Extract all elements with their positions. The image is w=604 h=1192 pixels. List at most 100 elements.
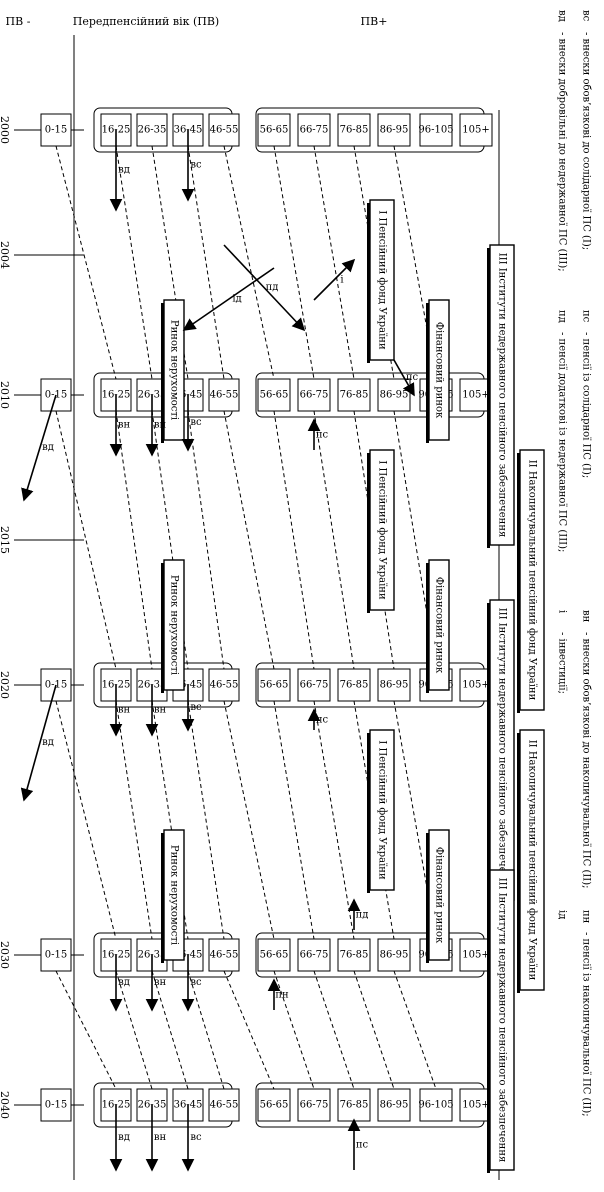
- vd-2000-arrow-code: вд: [118, 165, 130, 176]
- solidarity-fund-2025-shadow: [367, 733, 370, 893]
- ps-2004-arrow-code: пс: [406, 372, 419, 383]
- age-label-66-75: 66-75: [300, 680, 329, 691]
- cohort-diagonal: [115, 410, 153, 670]
- pd-2004-arrow-code: пд: [266, 282, 279, 293]
- ps-2004-arrow: [393, 359, 415, 397]
- vs-2020-arrow-code: вс: [190, 702, 202, 713]
- vd-2020-arrow: [20, 684, 57, 802]
- age-label-66-75: 66-75: [300, 390, 329, 401]
- nonstate-institutions-2017-label: ІІІ Інститути недержавного пенсійного за…: [497, 608, 508, 893]
- realty-market-2007-shadow: [161, 303, 164, 443]
- year-label-2015: 2015: [0, 526, 11, 554]
- solidarity-fund-2004-shadow: [367, 203, 370, 363]
- axis-label-pv-minus: ПВ -: [6, 15, 31, 28]
- vd-2010-arrow-code: вд: [42, 442, 54, 453]
- cohort-diagonal: [313, 410, 355, 670]
- cohort-diagonal: [273, 410, 315, 670]
- cohort-diagonal: [273, 700, 315, 940]
- pd-2004-arrow: [223, 244, 306, 332]
- solidarity-fund-2004-label: І Пенсійний фонд України: [377, 210, 388, 350]
- cohort-diagonal: [393, 700, 437, 940]
- cohort-diagonal: [187, 700, 225, 940]
- age-box-105+: [459, 113, 493, 147]
- axis-label-pv-plus: ПВ+: [361, 15, 388, 28]
- solidarity-fund-2015-label: І Пенсійний фонд України: [377, 460, 388, 600]
- age-label-46-55: 46-55: [210, 390, 239, 401]
- age-box-66-75: [297, 1088, 331, 1122]
- year-label-2010: 2010: [0, 381, 11, 409]
- legend-text-0: - внески обов’язкові до солідарної ПС (І…: [581, 32, 592, 250]
- pd-2030-arrow-code: пд: [356, 910, 369, 921]
- age-label-0-15: 0-15: [45, 125, 67, 136]
- age-label-105+: 105+: [462, 1100, 489, 1111]
- legend2-code-0: вд: [557, 10, 568, 22]
- vd-2010-arrow: [21, 394, 57, 502]
- cohort-diagonal: [151, 700, 189, 940]
- cohort-diagonal: [393, 970, 437, 1090]
- year-label-2004: 2004: [0, 241, 11, 269]
- cohort-diagonal: [115, 970, 153, 1090]
- nonstate-institutions-2027-shadow: [487, 873, 490, 1173]
- year-label-2030: 2030: [0, 941, 11, 969]
- legend2-text-0: - внески добровільні до недержавної ПС (…: [557, 32, 568, 272]
- legend-code-1: пс: [581, 310, 592, 323]
- cohort-diagonal: [187, 970, 225, 1090]
- age-box-96-105: [419, 113, 453, 147]
- age-label-86-95: 86-95: [380, 1100, 409, 1111]
- vs-2040-arrow-code: вс: [190, 1132, 202, 1143]
- cohort-diagonal: [223, 700, 275, 940]
- age-label-56-65: 56-65: [260, 680, 289, 691]
- finance-market-2026-shadow: [426, 833, 429, 963]
- vn-2020-arrow-code: вн: [118, 705, 131, 716]
- nonstate-institutions-2017-shadow: [487, 603, 490, 903]
- age-label-105+: 105+: [462, 390, 489, 401]
- age-label-86-95: 86-95: [380, 680, 409, 691]
- age-label-76-85: 76-85: [340, 1100, 369, 1111]
- age-label-105+: 105+: [462, 950, 489, 961]
- age-label-56-65: 56-65: [260, 950, 289, 961]
- finance-market-2016-label: Фінансовий ринок: [434, 577, 445, 674]
- vn-2010-arrow-code: вн: [118, 420, 131, 431]
- age-label-66-75: 66-75: [300, 1100, 329, 1111]
- vd-2030-arrow-code: вд: [118, 977, 130, 988]
- age-box-86-95: [377, 1088, 411, 1122]
- age-label-46-55: 46-55: [210, 125, 239, 136]
- vs-2000-arrow-code: вс: [190, 160, 202, 171]
- legend2-code-3: ід: [557, 910, 568, 919]
- id-2004-arrow-code: ід: [232, 294, 241, 305]
- cohort-diagonal: [223, 145, 275, 380]
- nonstate-institutions-2027-label: ІІІ Інститути недержавного пенсійного за…: [497, 878, 508, 1163]
- axis-label-preretire: Передпенсійний вік (ПВ): [73, 15, 219, 28]
- legend: вс - внески обов’язкові до солідарної ПС …: [557, 10, 592, 1117]
- year-label-2020: 2020: [0, 671, 11, 699]
- ps-2025-arrow-code: пс: [316, 715, 329, 726]
- accumulative-fund-2025-shadow: [517, 733, 520, 993]
- ps-2040-arrow-code: пс: [356, 1140, 369, 1151]
- cohort-diagonal: [313, 970, 355, 1090]
- legend2-text-1: - пенсії додаткові із недержавної ПС (ІІ…: [557, 332, 568, 552]
- nonstate-institutions-2004-label: ІІІ Інститути недержавного пенсійного за…: [497, 253, 508, 538]
- vs-2030-arrow-code: вс: [190, 977, 202, 988]
- i-2004-arrow-code: і: [340, 275, 343, 286]
- age-box-0-15: [40, 1088, 72, 1122]
- legend-code-0: вс: [581, 10, 592, 22]
- legend-text-3: - пенсії із накопичувальної ПС (ІІ);: [581, 932, 592, 1117]
- id-2004-arrow: [182, 267, 275, 331]
- age-label-86-95: 86-95: [380, 390, 409, 401]
- age-box-46-55: [208, 1088, 240, 1122]
- cohort-diagonal: [55, 145, 117, 380]
- vn-2040-arrow-code: вн: [154, 1132, 167, 1143]
- cohort-diagonal: [55, 410, 117, 670]
- cohort-diagonal: [151, 970, 189, 1090]
- age-label-86-95: 86-95: [380, 125, 409, 136]
- pn-2030-arrow-code: пн: [275, 990, 289, 1001]
- finance-market-2026-label: Фінансовий ринок: [434, 847, 445, 944]
- age-label-76-85: 76-85: [340, 125, 369, 136]
- legend-text-1: - пенсії із солідарної ПС (І);: [581, 332, 592, 478]
- cohort-diagonal: [55, 970, 117, 1090]
- cohort-diagonal: [55, 700, 117, 940]
- cohort-diagonal: [353, 970, 395, 1090]
- vs-2010-arrow-code: вс: [190, 417, 202, 428]
- cohort-diagonal: [115, 700, 153, 940]
